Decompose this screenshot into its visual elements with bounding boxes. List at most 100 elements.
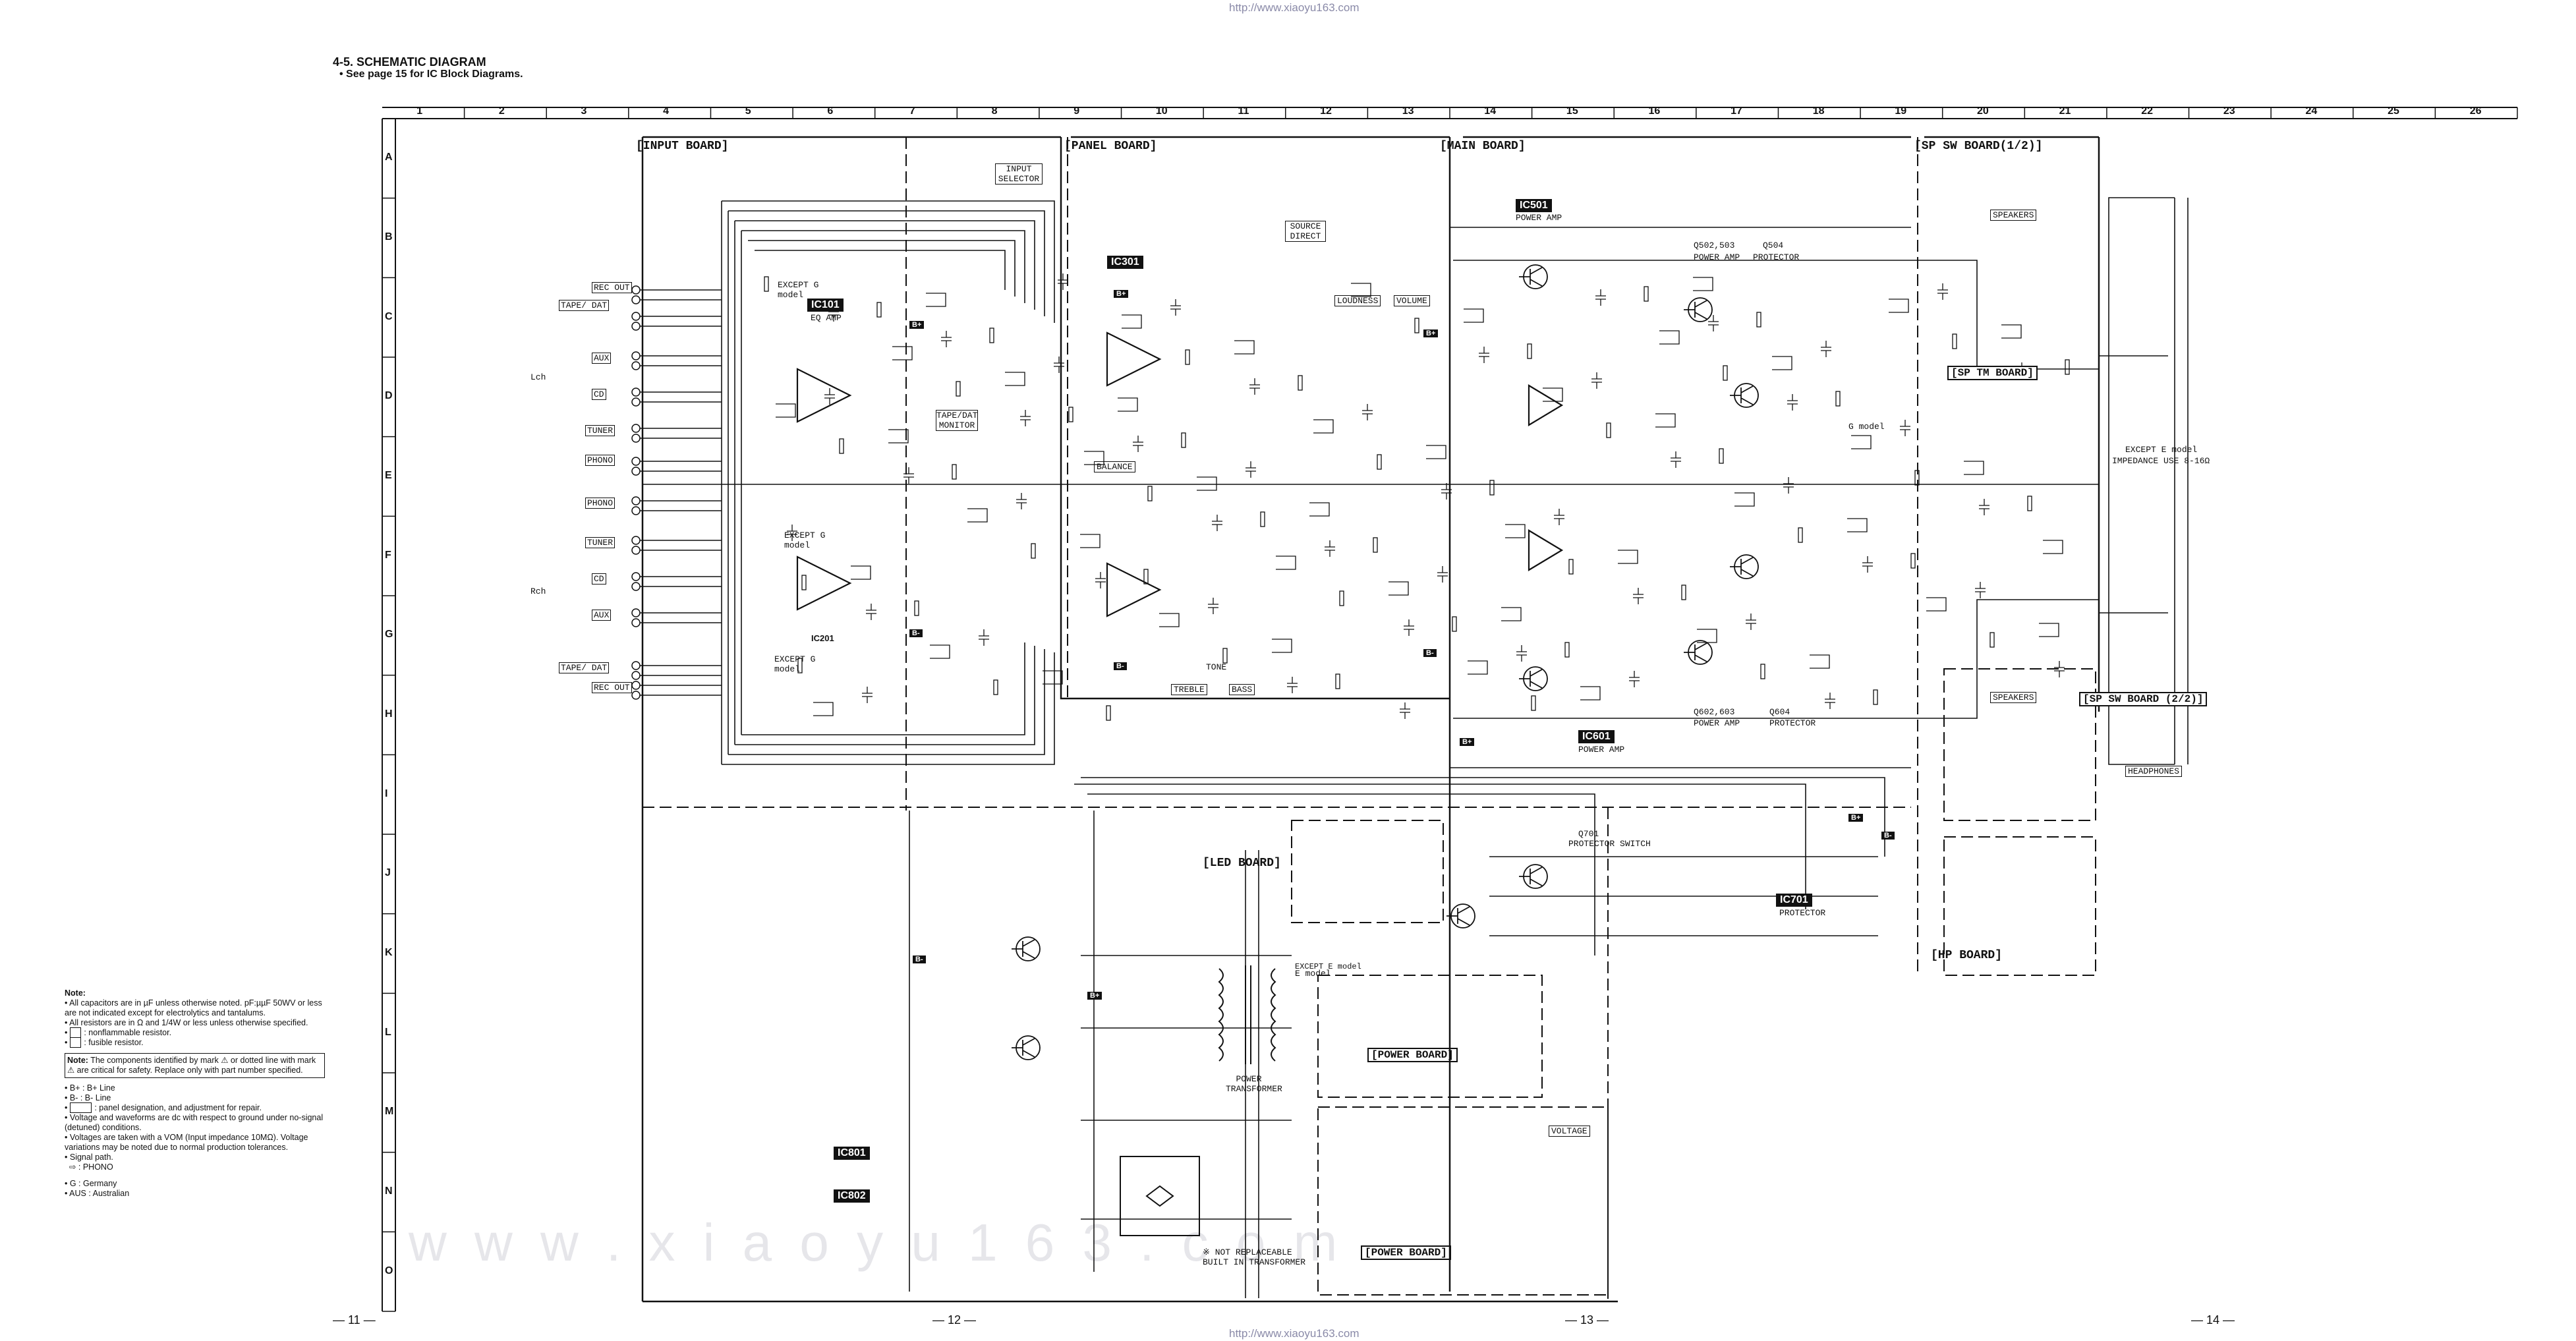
resistor bbox=[764, 276, 769, 292]
rch-label: Rch bbox=[530, 586, 546, 596]
resistor bbox=[1185, 349, 1190, 365]
headphones-label: HEADPHONES bbox=[2125, 766, 2183, 777]
except-e-model-label: EXCEPT E model bbox=[1295, 962, 1361, 971]
resistor bbox=[1414, 318, 1419, 333]
ic801-label: IC801 bbox=[834, 1147, 870, 1160]
board-label-sp-tm: [SP TM BOARD] bbox=[1947, 366, 2038, 380]
capacitor bbox=[1862, 556, 1873, 573]
grid-col-11: 11 bbox=[1238, 105, 1249, 117]
capacitor bbox=[1975, 582, 1986, 598]
q701-label: Q701 bbox=[1578, 829, 1599, 839]
capacitor bbox=[1479, 347, 1489, 363]
tuner-label-bottom: TUNER bbox=[585, 537, 615, 548]
power-amp-label-top: POWER AMP bbox=[1694, 252, 1740, 262]
capacitor bbox=[1708, 315, 1719, 331]
resistor bbox=[1335, 673, 1340, 689]
input-selector-label: INPUT SELECTOR bbox=[995, 163, 1043, 185]
notes-block: Note: • All capacitors are in µF unless … bbox=[65, 988, 325, 1199]
e-model-label: E model bbox=[1295, 969, 1331, 979]
resistor bbox=[1568, 559, 1574, 575]
capacitor bbox=[787, 525, 797, 541]
resistor bbox=[1181, 432, 1186, 448]
resistor bbox=[1068, 407, 1073, 422]
ic301-label: IC301 bbox=[1107, 256, 1143, 269]
note-line-6: • Signal path. bbox=[65, 1153, 113, 1162]
ic101-label: IC101 bbox=[807, 299, 844, 312]
resistor bbox=[1373, 537, 1378, 553]
safety-note-box: Note: The components identified by mark … bbox=[65, 1053, 325, 1078]
input-jack bbox=[631, 351, 641, 360]
notes-title: Note: bbox=[65, 988, 86, 998]
grid-col-24: 24 bbox=[2305, 105, 2318, 117]
grid-col-12: 12 bbox=[1320, 105, 1332, 117]
resistor bbox=[1644, 286, 1649, 302]
note-item-2: • All resistors are in Ω and 1/4W or les… bbox=[65, 1018, 308, 1027]
grid-row-D: D bbox=[385, 390, 393, 402]
protector-label-top: PROTECTOR bbox=[1753, 252, 1800, 262]
capacitor bbox=[1900, 420, 1910, 436]
impedance-label: IMPEDANCE USE 8-16Ω bbox=[2112, 456, 2210, 466]
input-jack bbox=[631, 681, 641, 690]
ic501-desc: POWER AMP bbox=[1516, 213, 1562, 223]
capacitor bbox=[1516, 645, 1527, 662]
board-label-input: [INPUT BOARD] bbox=[636, 140, 729, 153]
q604-label: Q604 bbox=[1769, 707, 1790, 717]
grid-row-H: H bbox=[385, 708, 393, 720]
input-jack bbox=[631, 506, 641, 515]
resistor bbox=[952, 464, 957, 480]
capacitor bbox=[862, 687, 873, 703]
ic201-label: IC201 bbox=[807, 633, 838, 644]
capacitor bbox=[1362, 404, 1373, 420]
phono-label-bottom: PHONO bbox=[585, 498, 615, 509]
input-jack bbox=[631, 536, 641, 545]
tape-dat-label-bottom: TAPE/ DAT bbox=[559, 662, 610, 673]
resistor bbox=[993, 679, 998, 695]
resistor bbox=[1222, 648, 1228, 664]
volume-label: VOLUME bbox=[1394, 295, 1430, 306]
grid-col-6: 6 bbox=[827, 105, 834, 117]
grid-col-10: 10 bbox=[1155, 105, 1168, 117]
capacitor bbox=[1020, 410, 1031, 426]
capacitor bbox=[1633, 588, 1644, 604]
resistor bbox=[1910, 553, 1916, 569]
b-plus-marker: B+ bbox=[1114, 290, 1129, 298]
board-label-panel: [PANEL BOARD] bbox=[1064, 140, 1157, 153]
grid-col-5: 5 bbox=[745, 105, 751, 117]
region-line-1: • G : Germany bbox=[65, 1179, 117, 1188]
resistor bbox=[1377, 454, 1382, 470]
b-plus-marker: B+ bbox=[1460, 738, 1475, 746]
ic802-label: IC802 bbox=[834, 1189, 870, 1203]
grid-col-15: 15 bbox=[1566, 105, 1578, 117]
capacitor bbox=[1054, 357, 1064, 373]
input-jack bbox=[631, 608, 641, 617]
grid-col-19: 19 bbox=[1895, 105, 1907, 117]
grid-col-2: 2 bbox=[498, 105, 505, 117]
resistor bbox=[1606, 422, 1611, 438]
capacitor bbox=[2054, 661, 2065, 677]
board-label-led: [LED BOARD] bbox=[1203, 857, 1281, 870]
b-plus-marker: B+ bbox=[909, 321, 925, 329]
capacitor bbox=[1979, 499, 1989, 515]
resistor bbox=[1147, 486, 1153, 501]
speakers-label-bottom: SPEAKERS bbox=[1990, 692, 2037, 703]
section-title: 4-5. SCHEMATIC DIAGRAM bbox=[333, 55, 486, 69]
not-replaceable-label: ※ NOT REPLACEABLE BUILT IN TRANSFORMER bbox=[1203, 1247, 1306, 1267]
grid-row-J: J bbox=[385, 867, 391, 879]
capacitor bbox=[1208, 598, 1218, 614]
grid-col-13: 13 bbox=[1402, 105, 1414, 117]
protector-switch-label: PROTECTOR SWITCH bbox=[1568, 839, 1651, 849]
resistor bbox=[839, 438, 844, 454]
capacitor bbox=[828, 305, 839, 322]
source-url-top: http://www.xiaoyu163.com bbox=[1229, 1, 1360, 14]
rec-out-label-bottom: REC OUT bbox=[592, 682, 632, 693]
grid-col-26: 26 bbox=[2469, 105, 2482, 117]
signal-wiring bbox=[643, 197, 2189, 1298]
input-jack bbox=[631, 457, 641, 466]
resistor bbox=[1564, 642, 1570, 658]
resistor bbox=[914, 600, 919, 616]
capacitor bbox=[1170, 299, 1181, 316]
power-transformer-label: POWER TRANSFORMER bbox=[1226, 1074, 1282, 1094]
resistor bbox=[2027, 496, 2032, 511]
capacitor bbox=[1825, 693, 1835, 709]
